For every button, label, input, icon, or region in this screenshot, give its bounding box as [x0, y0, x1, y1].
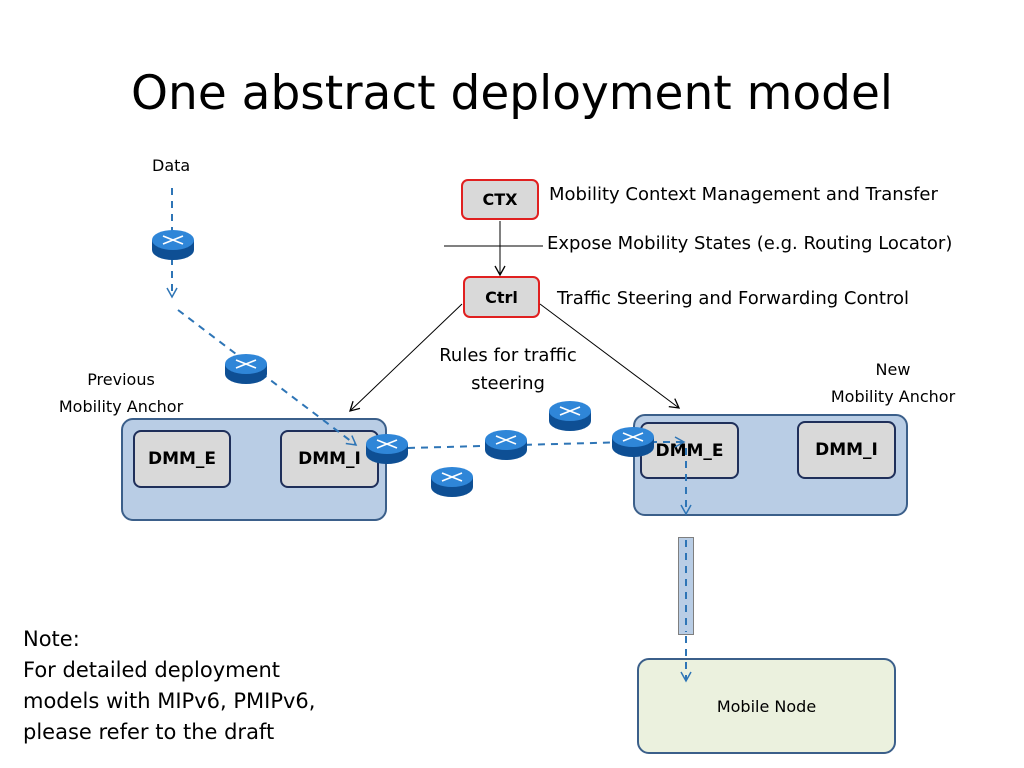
data-label: Data: [152, 156, 191, 175]
note-line3: models with MIPv6, PMIPv6,: [23, 689, 316, 713]
flow-horizontal: [407, 441, 631, 449]
previous-dmm-e-box: DMM_E: [133, 430, 231, 488]
ctrl-box: Ctrl: [463, 276, 540, 318]
rules-label-line2: steering: [471, 373, 545, 394]
router-icon: [431, 467, 473, 497]
previous-dmm-i-box: DMM_I: [280, 430, 379, 488]
expose-states-label: Expose Mobility States (e.g. Routing Loc…: [547, 233, 953, 254]
note-line2: For detailed deployment: [23, 658, 281, 682]
mobile-node-box: Mobile Node: [637, 658, 896, 754]
router-icon: [549, 401, 591, 431]
ctrl-to-previous-arrow: [349, 303, 463, 412]
router-icon: [366, 434, 408, 464]
mobility-context-label: Mobility Context Management and Transfer: [549, 184, 938, 205]
new-dmm-e-box: DMM_E: [640, 422, 739, 479]
new-anchor-label: New Mobility Anchor: [812, 356, 974, 410]
new-anchor-line1: New: [875, 360, 911, 379]
ctrl-to-new-arrow: [539, 303, 681, 409]
note-line4: please refer to the draft: [23, 720, 275, 744]
previous-anchor-line1: Previous: [87, 370, 155, 389]
mobile-node-label: Mobile Node: [716, 696, 817, 716]
previous-anchor-line2: Mobility Anchor: [58, 397, 184, 416]
flow-diagonal: [177, 309, 358, 446]
previous-anchor-label: Previous Mobility Anchor: [40, 366, 202, 420]
rules-label: Rules for traffic steering: [418, 342, 598, 398]
new-dmm-i-box: DMM_I: [797, 421, 896, 479]
rules-label-line1: Rules for traffic: [439, 345, 577, 366]
router-icon: [612, 427, 654, 457]
new-anchor-line2: Mobility Anchor: [830, 387, 956, 406]
router-icon: [152, 230, 194, 260]
note-text: Note: For detailed deployment models wit…: [23, 624, 315, 748]
page-title: One abstract deployment model: [131, 66, 893, 121]
router-icon: [225, 354, 267, 384]
note-line1: Note:: [23, 627, 80, 651]
traffic-steering-label: Traffic Steering and Forwarding Control: [557, 288, 909, 309]
ctx-box: CTX: [461, 179, 539, 220]
router-icon: [485, 430, 527, 460]
